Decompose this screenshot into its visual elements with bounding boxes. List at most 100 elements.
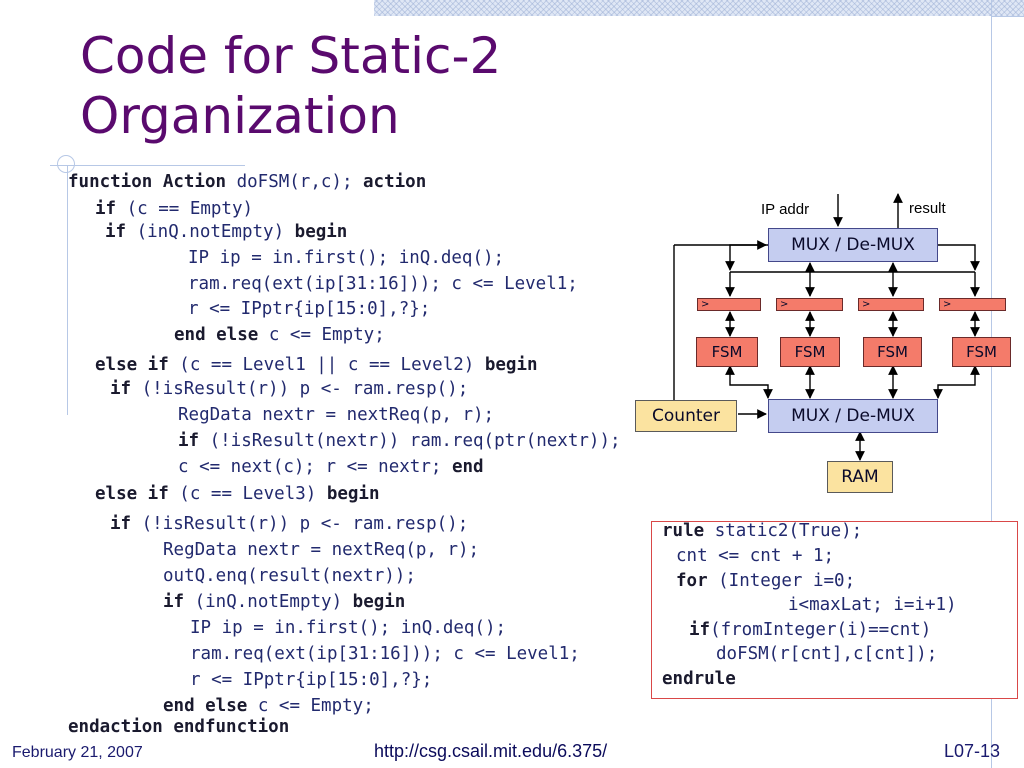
code-keyword: begin <box>352 592 406 612</box>
fsm-box-4: FSM <box>952 337 1011 367</box>
code-line: if (inQ.notEmpty) begin <box>105 222 347 242</box>
code-keyword: else if <box>95 484 169 504</box>
code-line: ram.req(ext(ip[31:16])); c <= Level1; <box>188 274 578 294</box>
code-text: (!isResult(r)) p <- ram.resp(); <box>131 514 469 534</box>
code-keyword: end <box>451 457 484 477</box>
code-text: r <= IPptr{ip[15:0],?}; <box>190 670 433 690</box>
counter-box: Counter <box>635 400 737 432</box>
code-line: RegData nextr = nextReq(p, r); <box>163 540 479 560</box>
code-line: outQ.enq(result(nextr)); <box>163 566 416 586</box>
code-text: doFSM(r[cnt],c[cnt]); <box>716 644 938 664</box>
code-text: c <= Empty; <box>247 696 374 716</box>
fsm-box-1: FSM <box>696 337 758 367</box>
code-text: (!isResult(nextr)) ram.req(ptr(nextr)); <box>199 431 621 451</box>
code-keyword: else if <box>95 355 169 375</box>
buffer-1: > <box>697 298 761 311</box>
code-keyword: begin <box>294 222 348 242</box>
code-line: else if (c == Level1 || c == Level2) beg… <box>95 355 538 375</box>
code-line: IP ip = in.first(); inQ.deq(); <box>188 248 504 268</box>
code-keyword: begin <box>484 355 538 375</box>
fsm-box-3: FSM <box>863 337 922 367</box>
code-text: i<maxLat; i=i+1) <box>788 595 957 615</box>
rule-line: cnt <= cnt + 1; <box>676 546 834 566</box>
buffer-3: > <box>858 298 924 311</box>
top-decorative-band <box>374 0 1024 16</box>
code-line: else if (c == Level3) begin <box>95 484 380 504</box>
code-text: ram.req(ext(ip[31:16])); c <= Level1; <box>188 274 578 294</box>
code-text: IP ip = in.first(); inQ.deq(); <box>190 618 507 638</box>
code-line: function Action doFSM(r,c); action <box>68 172 426 192</box>
code-line: c <= next(c); r <= nextr; end <box>178 457 484 477</box>
code-text: (c == Level3) <box>168 484 327 504</box>
code-keyword: if <box>110 514 132 534</box>
corner-circle-ornament <box>57 155 75 173</box>
slide-title-line-2: Organization <box>80 87 400 145</box>
code-keyword: begin <box>326 484 380 504</box>
code-text: (Integer i=0; <box>707 571 856 591</box>
code-keyword: for <box>676 571 708 591</box>
code-keyword: if <box>178 431 200 451</box>
code-line: if (!isResult(r)) p <- ram.resp(); <box>110 514 468 534</box>
code-keyword: if <box>110 379 132 399</box>
code-text: (inQ.notEmpty) <box>126 222 295 242</box>
top-mux-left-wire <box>725 244 768 271</box>
code-line: if (inQ.notEmpty) begin <box>163 592 405 612</box>
result-label: result <box>909 200 946 217</box>
code-line: endaction endfunction <box>68 717 289 737</box>
code-line: if (!isResult(r)) p <- ram.resp(); <box>110 379 468 399</box>
rule-line: i<maxLat; i=i+1) <box>788 595 957 615</box>
rule-line: doFSM(r[cnt],c[cnt]); <box>716 644 937 664</box>
code-text: r <= IPptr{ip[15:0],?}; <box>188 299 431 319</box>
title-underline <box>50 165 245 166</box>
code-line: end else c <= Empty; <box>163 696 374 716</box>
code-text: RegData nextr = nextReq(p, r); <box>178 405 495 425</box>
code-keyword: function Action <box>68 172 227 192</box>
right-rule-line <box>991 0 992 768</box>
slide-title-line-1: Code for Static-2 <box>80 27 502 85</box>
code-line: IP ip = in.first(); inQ.deq(); <box>190 618 506 638</box>
ram-box: RAM <box>827 461 893 493</box>
code-keyword: if <box>689 620 711 640</box>
code-text: doFSM(r,c); <box>226 172 364 192</box>
code-line: if (c == Empty) <box>95 199 253 219</box>
code-text: (inQ.notEmpty) <box>184 592 353 612</box>
fsm-box-2: FSM <box>780 337 840 367</box>
buffer-2: > <box>776 298 843 311</box>
rule-line: rule static2(True); <box>662 521 862 541</box>
code-text: cnt <= cnt + 1; <box>676 546 835 566</box>
code-line: r <= IPptr{ip[15:0],?}; <box>188 299 430 319</box>
rule-code-box <box>651 521 1018 699</box>
rule-line: for (Integer i=0; <box>676 571 855 591</box>
code-text: outQ.enq(result(nextr)); <box>163 566 416 586</box>
top-mux-right-wire <box>938 244 980 271</box>
code-line: r <= IPptr{ip[15:0],?}; <box>190 670 432 690</box>
code-text: IP ip = in.first(); inQ.deq(); <box>188 248 505 268</box>
rule-line: if(fromInteger(i)==cnt) <box>689 620 931 640</box>
footer-url-link[interactable]: http://csg.csail.mit.edu/6.375/ <box>374 741 608 761</box>
slide-title: Code for Static-2 Organization <box>80 26 780 146</box>
fsm-mux-wire-4 <box>933 365 980 399</box>
code-line: RegData nextr = nextReq(p, r); <box>178 405 494 425</box>
fsm-mux-wire-1 <box>725 365 773 399</box>
buffer-4: > <box>939 298 1006 311</box>
right-rule-tick <box>991 16 1024 17</box>
code-keyword: action <box>363 172 427 192</box>
code-text: (fromInteger(i)==cnt) <box>710 620 932 640</box>
code-keyword: end else <box>174 325 259 345</box>
code-text: (c == Level1 || c == Level2) <box>168 355 485 375</box>
code-keyword: rule <box>662 521 705 541</box>
code-text: c <= Empty; <box>258 325 385 345</box>
code-text: (!isResult(r)) p <- ram.resp(); <box>131 379 469 399</box>
code-line: end else c <= Empty; <box>174 325 385 345</box>
top-mux-demux-box: MUX / De-MUX <box>768 228 938 262</box>
footer-slide-number: L07-13 <box>944 741 1001 761</box>
code-text: (c == Empty) <box>116 199 254 219</box>
code-keyword: endrule <box>662 669 736 689</box>
left-rule-line <box>67 165 68 415</box>
code-keyword: if <box>95 199 117 219</box>
bottom-mux-demux-box: MUX / De-MUX <box>768 399 938 433</box>
rule-line: endrule <box>662 669 736 689</box>
code-keyword: if <box>163 592 185 612</box>
code-line: ram.req(ext(ip[31:16])); c <= Level1; <box>190 644 580 664</box>
